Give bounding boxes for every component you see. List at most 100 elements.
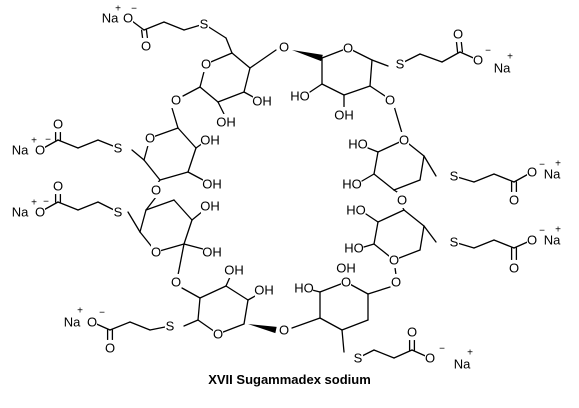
hydroxyl-group: OH: [224, 263, 244, 278]
label-mask: [140, 37, 152, 55]
glycosidic-oxygen: O: [391, 275, 401, 290]
label-mask: [344, 239, 364, 257]
hydroxyl-group: OH: [334, 108, 354, 123]
bond: [177, 243, 185, 276]
side-chain-bond: [419, 53, 443, 63]
label-mask: [112, 139, 124, 157]
side-chain-bond: [57, 201, 79, 211]
label-mask: [424, 349, 436, 367]
label-mask: [216, 113, 236, 131]
glucose-ring-bond: [159, 171, 189, 181]
side-chain-bond: [143, 21, 165, 31]
glucose-ring-bond: [369, 59, 373, 87]
glucose-ring-bond: [199, 86, 219, 103]
label-mask: [170, 273, 182, 291]
glucose-ring-bond: [393, 179, 421, 191]
bond: [145, 196, 157, 211]
glycosidic-oxygen: O: [171, 93, 181, 108]
hydroxyl-group: OH: [200, 199, 220, 214]
bond: [371, 59, 389, 67]
sodium-ion: Na: [12, 205, 29, 220]
bond: [423, 155, 437, 177]
sodium-ion: Na: [12, 143, 29, 158]
thioether-sulfur: S: [450, 169, 459, 184]
sodium-ion: Na: [544, 167, 561, 182]
label-mask: [342, 39, 354, 57]
ring-oxygen: O: [213, 327, 223, 342]
label-mask: [10, 203, 30, 221]
negative-charge: −: [131, 4, 137, 15]
label-mask: [252, 92, 272, 110]
sodium-ion: Na: [102, 11, 119, 26]
label-mask: [334, 106, 354, 124]
bond: [311, 289, 321, 293]
positive-charge: +: [115, 4, 121, 15]
label-mask: [170, 91, 182, 109]
carbonyl-oxygen: O: [407, 325, 417, 340]
hydroxyl-group: HO: [348, 137, 368, 152]
label-mask: [492, 59, 512, 77]
carbonyl-oxygen: O: [141, 39, 151, 54]
bond: [127, 211, 141, 233]
carboxylate-oxygen: O: [123, 11, 133, 26]
glucose-ring-bond: [419, 155, 425, 181]
carboxylate-oxygen: O: [473, 53, 483, 68]
positive-charge: +: [467, 348, 473, 359]
positive-charge: +: [31, 136, 37, 147]
label-mask: [86, 313, 98, 331]
glucose-ring-bond: [373, 221, 379, 245]
label-mask: [526, 163, 538, 181]
ring-oxygen: O: [341, 275, 351, 290]
bond-lines: [39, 17, 533, 359]
side-chain-bond: [109, 321, 131, 331]
bond: [363, 243, 375, 248]
bond: [131, 149, 145, 161]
hydroxyl-group: HO: [290, 89, 310, 104]
ring-oxygen: O: [343, 41, 353, 56]
ring-oxygen: O: [151, 245, 161, 260]
glycosidic-oxygen: O: [279, 323, 289, 338]
wedge-bond: [248, 324, 277, 334]
glucose-ring-bond: [143, 159, 161, 181]
label-mask: [336, 259, 356, 277]
ring-oxygen: O: [201, 57, 211, 72]
hydroxyl-group: OH: [252, 94, 272, 109]
glucose-ring-bond: [145, 199, 175, 211]
glucose-ring-bond: [187, 147, 197, 173]
side-chain-bond: [373, 349, 395, 359]
wedge-bonds: [248, 50, 323, 334]
carbonyl-oxygen: O: [509, 261, 519, 276]
sodium-ion: Na: [494, 61, 511, 76]
carbonyl-oxygen: O: [53, 179, 63, 194]
bond: [369, 85, 386, 97]
hydroxyl-group: OH: [336, 261, 356, 276]
glucose-ring-bond: [225, 285, 249, 301]
label-mask: [394, 55, 406, 73]
carbonyl-oxygen: O: [453, 27, 463, 42]
bond: [181, 287, 201, 299]
label-mask: [100, 9, 120, 27]
figure-caption: XVII Sugammadex sodium: [208, 372, 371, 387]
glycosidic-oxygen: O: [385, 93, 395, 108]
wedge-bond: [292, 50, 323, 62]
label-mask: [52, 177, 64, 195]
carboxylate-oxygen: O: [87, 315, 97, 330]
side-chain-bond: [473, 173, 495, 183]
label-mask: [452, 355, 472, 373]
negative-charge: −: [99, 308, 105, 319]
label-mask: [34, 203, 46, 221]
bond: [171, 107, 179, 129]
hydroxyl-group: OH: [202, 177, 222, 192]
label-mask: [34, 141, 46, 159]
bond: [367, 286, 391, 295]
label-mask: [542, 231, 562, 249]
label-mask: [164, 317, 176, 335]
positive-charge: +: [555, 225, 561, 236]
label-mask: [406, 323, 418, 341]
bond: [187, 171, 204, 181]
label-mask: [526, 231, 538, 249]
carboxylate-oxygen: O: [425, 351, 435, 366]
negative-charge: −: [485, 46, 491, 57]
hydroxyl-group: HO: [346, 203, 366, 218]
